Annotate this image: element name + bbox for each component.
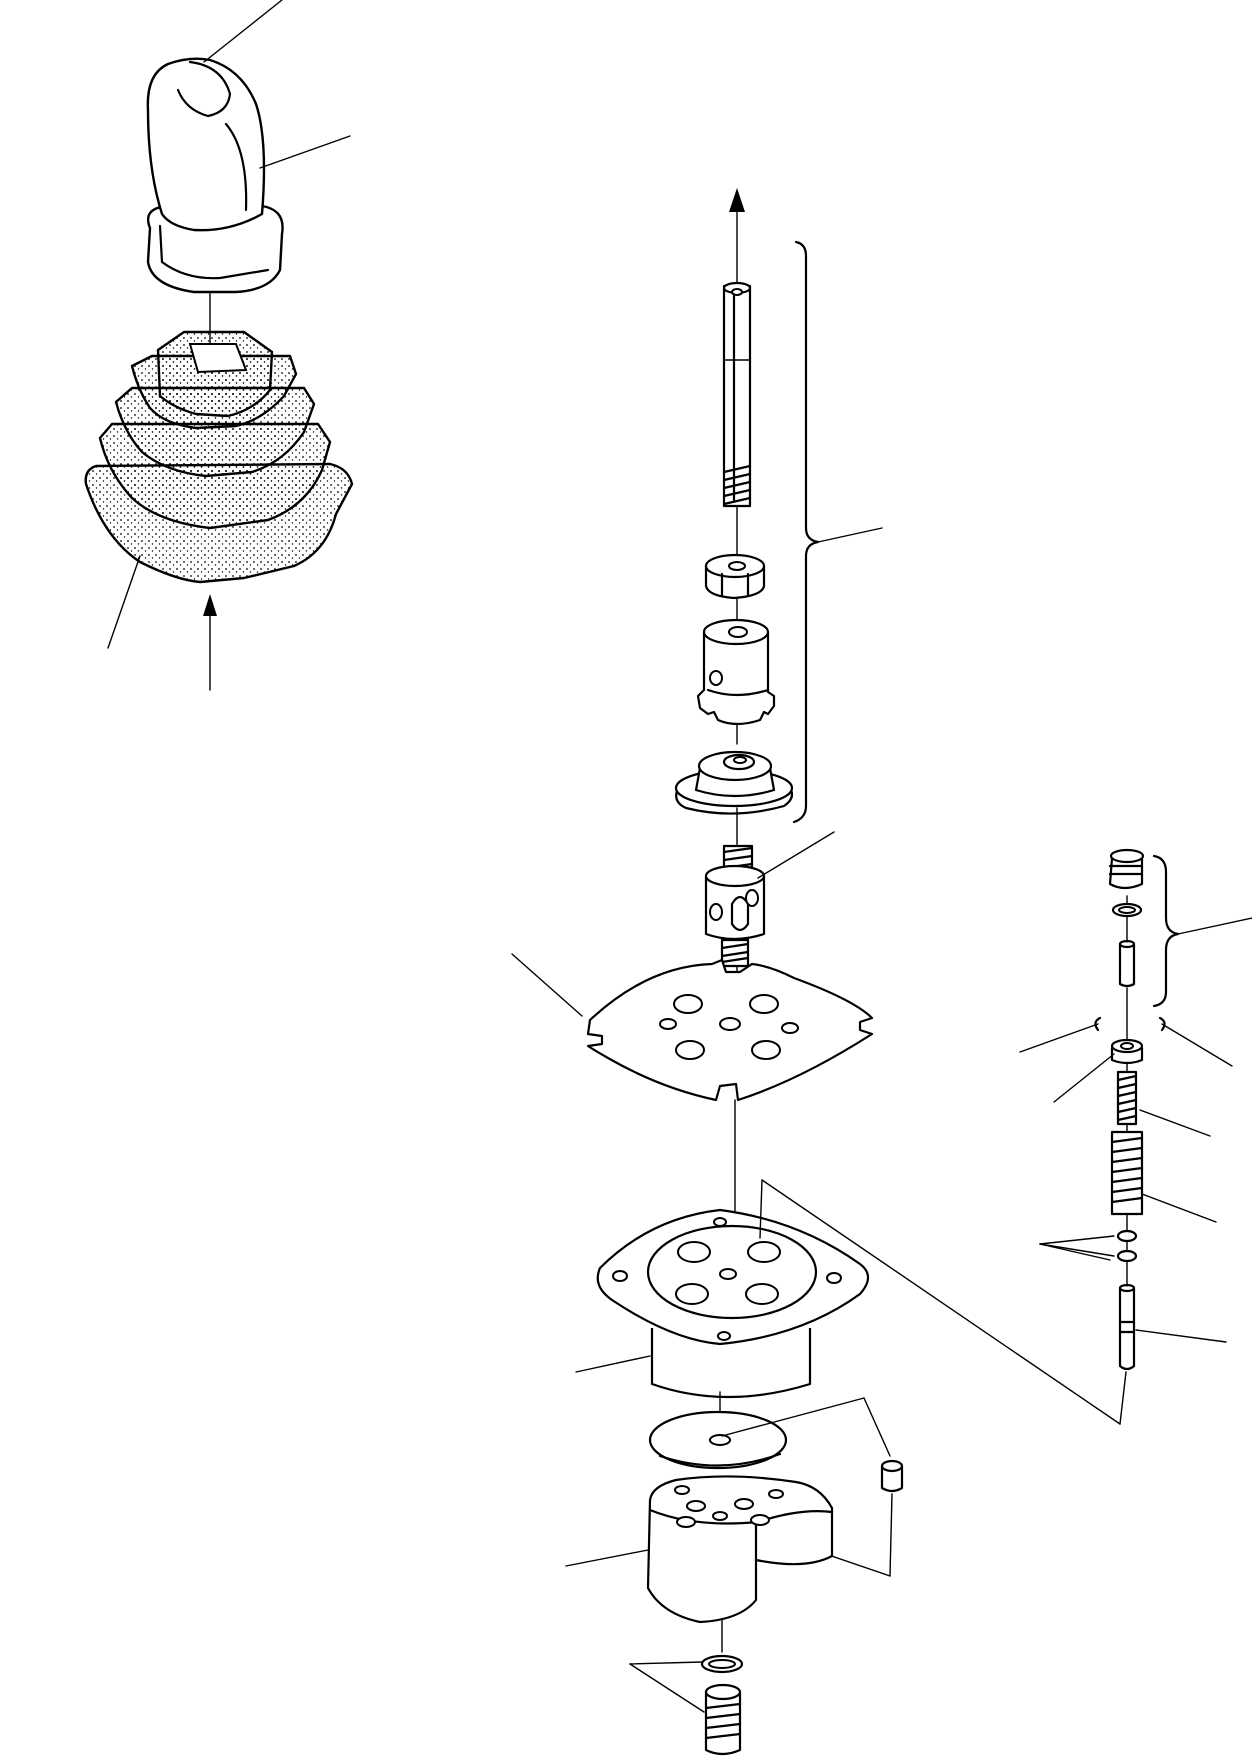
dowel-pin xyxy=(882,1461,902,1491)
plate xyxy=(588,960,872,1100)
top-arrow xyxy=(729,188,745,288)
valve-body xyxy=(648,1476,832,1622)
leader-lines-right xyxy=(1020,1024,1232,1424)
o-ring-bottom xyxy=(702,1656,742,1672)
gasket xyxy=(650,1412,786,1468)
leader-line-plate xyxy=(512,954,582,1016)
housing-flange xyxy=(598,1210,868,1397)
nut xyxy=(706,555,764,598)
group-bracket-right xyxy=(1154,856,1252,1006)
leader-line-valve-body xyxy=(566,1550,648,1566)
group-bracket-shaft xyxy=(794,242,882,822)
joystick-grip xyxy=(148,59,283,292)
leader-lines-housing xyxy=(576,1180,1120,1424)
leader-lines-grip xyxy=(204,0,350,168)
rubber-boot xyxy=(86,332,352,582)
rod-bolt xyxy=(724,283,750,506)
leader-lines-boot xyxy=(108,556,217,690)
plug-bottom xyxy=(706,1685,740,1754)
piston-stack xyxy=(1095,850,1164,1369)
leader-line-ujoint xyxy=(758,832,834,878)
collar-sleeve xyxy=(698,620,774,724)
leader-lines-bottom xyxy=(630,1662,704,1712)
leader-lines-gasket xyxy=(722,1398,890,1456)
spring-seat-cup xyxy=(676,752,792,814)
universal-joint xyxy=(706,846,764,966)
